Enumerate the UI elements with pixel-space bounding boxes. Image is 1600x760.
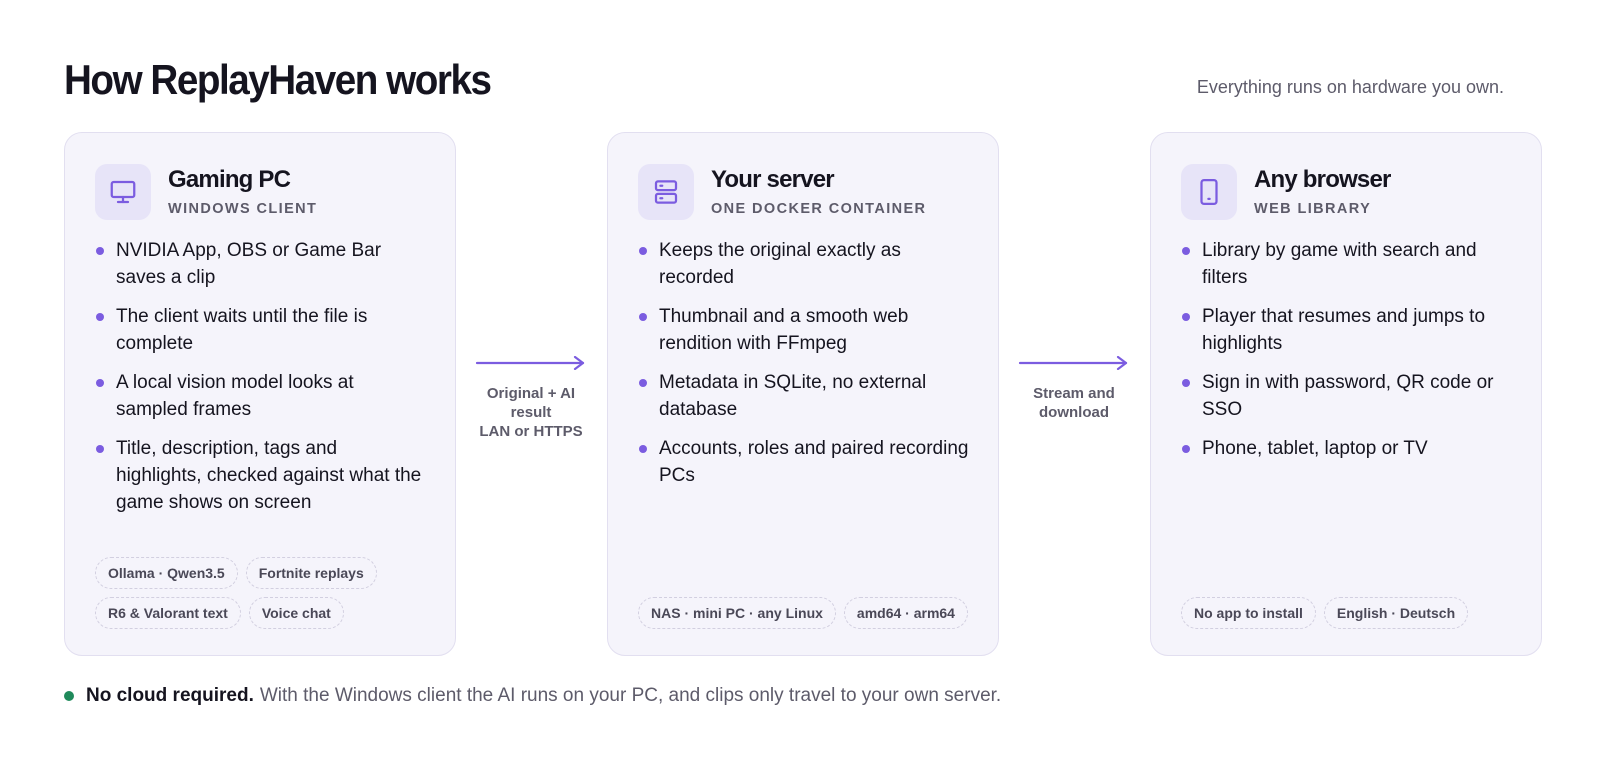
list-item: Phone, tablet, laptop or TV xyxy=(1182,435,1512,462)
list-item: Library by game with search and filters xyxy=(1182,237,1512,291)
bullet-dot xyxy=(1182,379,1190,387)
bullet-dot xyxy=(96,313,104,321)
card-subtitle: WEB LIBRARY xyxy=(1254,201,1372,217)
bullet-text: Keeps the original exactly as recorded xyxy=(659,240,901,288)
monitor-icon xyxy=(95,164,151,220)
list-item: Title, description, tags and highlights,… xyxy=(96,435,426,516)
bullet-dot xyxy=(96,445,104,453)
footer-strong: No cloud required. xyxy=(86,685,254,706)
bullet-dot xyxy=(639,313,647,321)
connector-label-line: download xyxy=(1039,404,1109,421)
chip: NAS · mini PC · any Linux xyxy=(638,597,836,629)
connector-label-line: LAN or HTTPS xyxy=(479,423,583,440)
chip-group: No app to install English · Deutsch xyxy=(1181,597,1521,629)
bullet-text: NVIDIA App, OBS or Game Bar saves a clip xyxy=(116,240,382,288)
bullet-text: A local vision model looks at sampled fr… xyxy=(116,372,354,420)
bullet-dot xyxy=(1182,445,1190,453)
bullet-text: Metadata in SQLite, no external database xyxy=(659,372,927,420)
bullet-dot xyxy=(639,247,647,255)
tagline: Everything runs on hardware you own. xyxy=(1196,77,1504,97)
bullet-dot xyxy=(1182,247,1190,255)
chip: Voice chat xyxy=(248,597,344,629)
list-item: Keeps the original exactly as recorded xyxy=(639,237,969,291)
list-item: Metadata in SQLite, no external database xyxy=(639,369,969,423)
card-subtitle: WINDOWS CLIENT xyxy=(168,201,318,217)
bullet-dot xyxy=(96,247,104,255)
bullet-text: Library by game with search and filters xyxy=(1202,240,1477,288)
connector-server-to-browser: Stream and download xyxy=(1011,356,1137,422)
bullet-dot xyxy=(96,379,104,387)
connector-label: Stream and download xyxy=(1011,384,1137,422)
bullet-text: Accounts, roles and paired recording PCs xyxy=(659,438,969,486)
arrow-right-icon xyxy=(1018,356,1128,370)
bullet-text: The client waits until the file is compl… xyxy=(116,306,368,354)
bullet-text: Sign in with password, QR code or SSO xyxy=(1202,372,1494,420)
list-item: Thumbnail and a smooth web rendition wit… xyxy=(639,303,969,357)
tablet-icon xyxy=(1181,164,1237,220)
bullet-dot xyxy=(639,379,647,387)
list-item: The client waits until the file is compl… xyxy=(96,303,426,357)
server-icon xyxy=(638,164,694,220)
connector-label: Original + AI result LAN or HTTPS xyxy=(468,384,594,441)
card-title: Gaming PC xyxy=(168,166,291,193)
chip-group: Ollama · Qwen3.5 Fortnite replays R6 & V… xyxy=(95,557,435,629)
chip: English · Deutsch xyxy=(1323,597,1469,629)
bullet-list: NVIDIA App, OBS or Game Bar saves a clip… xyxy=(96,237,426,528)
page-title: How ReplayHaven works xyxy=(64,56,492,103)
list-item: Player that resumes and jumps to highlig… xyxy=(1182,303,1512,357)
chip: R6 & Valorant text xyxy=(95,597,241,629)
list-item: Accounts, roles and paired recording PCs xyxy=(639,435,969,489)
card-your-server: Your server ONE DOCKER CONTAINER Keeps t… xyxy=(607,132,999,656)
card-gaming-pc: Gaming PC WINDOWS CLIENT NVIDIA App, OBS… xyxy=(64,132,456,656)
bullet-text: Thumbnail and a smooth web rendition wit… xyxy=(659,306,909,354)
card-title: Any browser xyxy=(1254,166,1391,193)
bullet-list: Keeps the original exactly as recorded T… xyxy=(639,237,969,501)
arrow-right-icon xyxy=(475,356,585,370)
list-item: Sign in with password, QR code or SSO xyxy=(1182,369,1512,423)
list-item: NVIDIA App, OBS or Game Bar saves a clip xyxy=(96,237,426,291)
card-title: Your server xyxy=(711,166,835,193)
footer-note: No cloud required. With the Windows clie… xyxy=(64,685,1001,707)
chip: amd64 · arm64 xyxy=(843,597,968,629)
chip-group: NAS · mini PC · any Linux amd64 · arm64 xyxy=(638,597,978,629)
connector-label-line: Stream and xyxy=(1033,385,1115,402)
chip: Ollama · Qwen3.5 xyxy=(95,557,238,589)
chip: Fortnite replays xyxy=(245,557,377,589)
bullet-list: Library by game with search and filters … xyxy=(1182,237,1512,474)
bullet-text: Phone, tablet, laptop or TV xyxy=(1202,438,1428,459)
bullet-dot xyxy=(1182,313,1190,321)
bullet-text: Title, description, tags and highlights,… xyxy=(116,438,422,513)
bullet-dot xyxy=(639,445,647,453)
bullet-text: Player that resumes and jumps to highlig… xyxy=(1202,306,1486,354)
status-dot-icon xyxy=(64,691,74,701)
card-subtitle: ONE DOCKER CONTAINER xyxy=(711,201,927,217)
connector-pc-to-server: Original + AI result LAN or HTTPS xyxy=(468,356,594,441)
connector-label-line: Original + AI result xyxy=(486,385,576,421)
chip: No app to install xyxy=(1181,597,1316,629)
list-item: A local vision model looks at sampled fr… xyxy=(96,369,426,423)
footer-text: With the Windows client the AI runs on y… xyxy=(259,685,1002,706)
card-any-browser: Any browser WEB LIBRARY Library by game … xyxy=(1150,132,1542,656)
